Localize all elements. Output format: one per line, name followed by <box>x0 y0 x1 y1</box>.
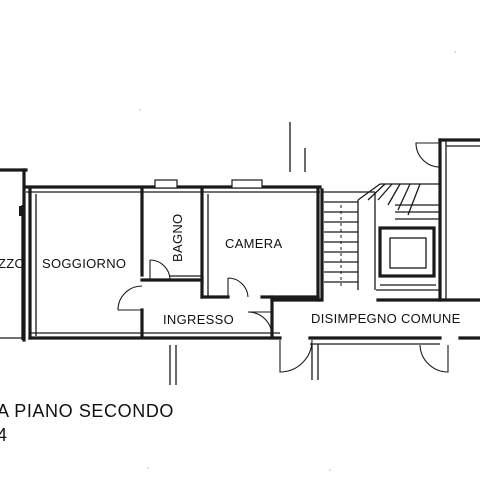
room-label-bagno: BAGNO <box>170 214 185 262</box>
interior-walls <box>140 188 320 337</box>
stair-icon <box>320 183 440 302</box>
elevator-icon <box>376 226 440 291</box>
room-label-soggiorno: SOGGIORNO <box>42 256 126 271</box>
doors <box>117 142 449 373</box>
left-room <box>0 168 28 342</box>
room-label-disimpegno: DISIMPEGNO COMUNE <box>311 311 461 326</box>
corridor-walls <box>169 298 480 385</box>
room-label-left: ZZO <box>0 256 25 271</box>
caption-line-1: A PIANO SECONDO <box>0 401 174 421</box>
core-walls <box>438 138 480 302</box>
apartment-walls <box>24 179 322 340</box>
room-label-ingresso: INGRESSO <box>163 312 234 327</box>
outer-top-lines <box>289 122 306 172</box>
scan-marks <box>139 51 456 471</box>
room-label-camera: CAMERA <box>225 236 282 251</box>
caption-line-2: 4 <box>0 425 8 445</box>
